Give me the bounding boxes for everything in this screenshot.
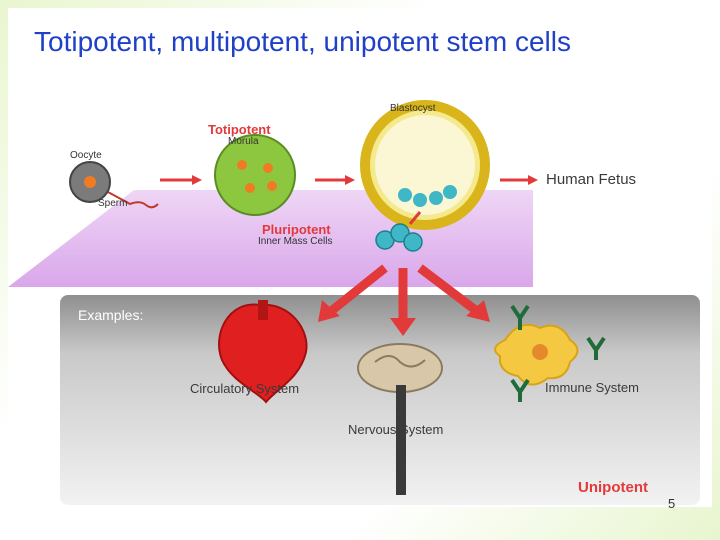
- blastocyst-icon: [360, 100, 490, 230]
- morula-label: Morula: [228, 136, 259, 147]
- examples-label: Examples:: [78, 307, 144, 323]
- examples-panel: [60, 295, 700, 505]
- arrow-down-icon: [390, 268, 416, 336]
- pluripotent-label: Pluripotent: [262, 222, 331, 237]
- blastocyst-label: Blastocyst: [390, 103, 436, 114]
- circulatory-system-label: Circulatory System: [190, 381, 300, 396]
- arrow-icon: [500, 175, 538, 185]
- inner-mass-cells-label: Inner Mass Cells: [258, 236, 333, 247]
- page-number: 5: [668, 496, 676, 511]
- morula-cell-icon: [214, 134, 296, 216]
- antibody-icon: [510, 304, 606, 402]
- title-box: [8, 8, 716, 98]
- heart-icon: [218, 300, 308, 404]
- oocyte-label: Oocyte: [70, 150, 102, 161]
- arrow-left-down-icon: [318, 264, 388, 322]
- slide-title: Totipotent, multipotent, unipotent stem …: [34, 26, 571, 57]
- arrow-right-down-icon: [417, 264, 490, 322]
- immune-system-label: Immune System: [545, 380, 639, 395]
- unipotent-label: Unipotent: [578, 479, 648, 496]
- nervous-system-label: Nervous System: [348, 422, 444, 437]
- human-fetus-label: Human Fetus: [546, 171, 637, 188]
- immune-cell-icon: [494, 324, 579, 386]
- arrow-icon: [315, 175, 355, 185]
- arrow-icon: [160, 175, 202, 185]
- oocyte-cell-icon: [69, 161, 159, 209]
- totipotent-label: Totipotent: [208, 122, 271, 137]
- inner-mass-cells-icon: [375, 211, 423, 252]
- sperm-label: Sperm: [98, 198, 128, 209]
- brain-icon: [357, 343, 443, 495]
